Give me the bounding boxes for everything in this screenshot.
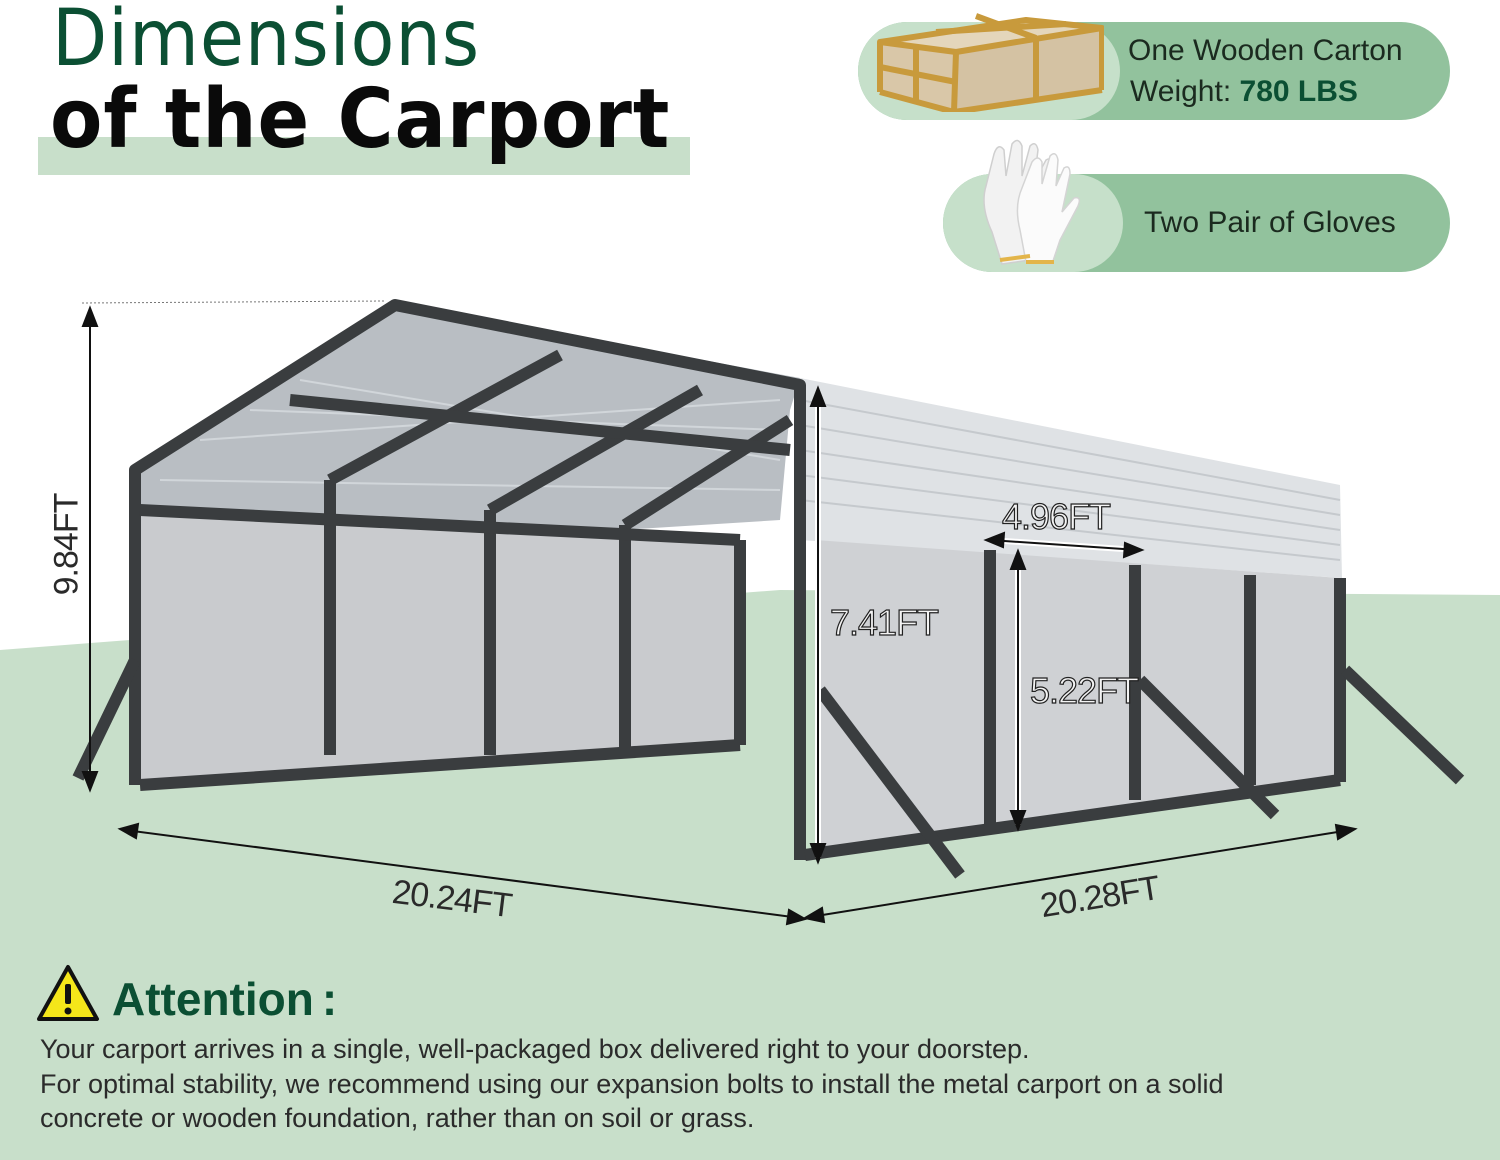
gloves-label: Two Pair of Gloves: [1144, 206, 1396, 239]
peak-height-label: 9.84FT: [47, 493, 86, 596]
carton-weight: Weight: 780 LBS: [1130, 75, 1358, 109]
panel-width-label: 4.96FT: [1001, 495, 1111, 537]
attention-colon: :: [321, 973, 338, 1025]
weight-value: 780 LBS: [1239, 75, 1358, 108]
panel-height-label: 5.22FT: [1029, 669, 1139, 711]
wooden-crate-icon: [877, 13, 1104, 112]
carport-illustration: [72, 299, 1465, 926]
attention-heading: Attention:: [112, 972, 337, 1026]
title-highlight-band: [38, 137, 690, 175]
page-title-line1: Dimensions: [52, 0, 481, 84]
attention-line-3: concrete or wooden foundation, rather th…: [40, 1103, 755, 1133]
weight-label: Weight:: [1130, 75, 1232, 108]
warning-triangle-icon: [37, 965, 99, 1021]
gloves-icon: [983, 139, 1081, 265]
attention-title: Attention: [112, 973, 314, 1025]
attention-line-1: Your carport arrives in a single, well-p…: [40, 1034, 1030, 1064]
side-height-label: 7.41FT: [829, 601, 939, 643]
page-title-line2: of the Carport: [50, 72, 671, 167]
attention-line-2: For optimal stability, we recommend usin…: [40, 1069, 1224, 1099]
carton-label: One Wooden Carton: [1128, 34, 1403, 67]
